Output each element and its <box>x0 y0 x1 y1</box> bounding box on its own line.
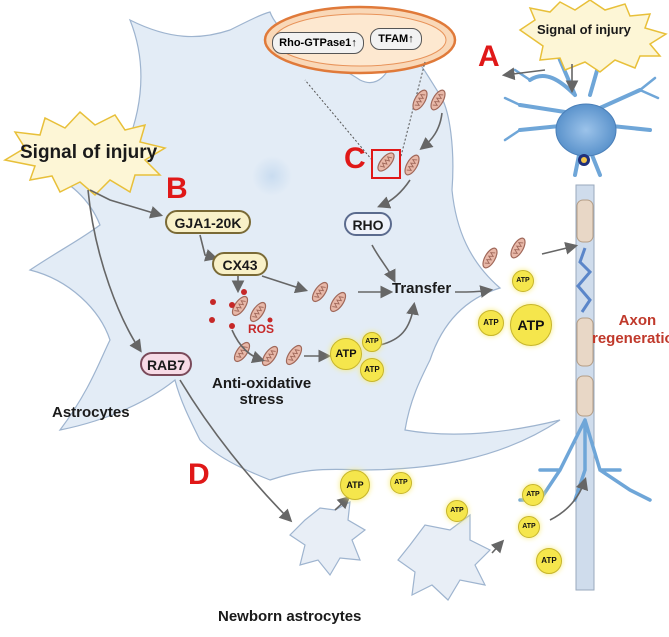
panel-label-b: B <box>166 172 188 205</box>
mitochondrion <box>507 235 529 261</box>
panel-label-d: D <box>188 458 210 491</box>
up-arrow-icon: ↑ <box>351 37 357 49</box>
atp-molecule: ATP <box>536 548 562 574</box>
anti-oxidative-line1: Anti-oxidative <box>212 375 312 392</box>
rho-gtpase1-label: Rho-GTPase1↑ <box>272 32 364 54</box>
panel-label-a: A <box>478 40 500 73</box>
atp-molecule: ATP <box>362 332 382 352</box>
anti-oxidative-line2: stress <box>239 391 284 408</box>
atp-molecule: ATP <box>478 310 504 336</box>
axon-line1: Axon <box>618 312 657 329</box>
rab7-pill: RAB7 <box>140 352 192 376</box>
anti-oxidative-label: Anti-oxidative stress <box>212 376 311 408</box>
newborn-astrocyte <box>289 500 367 577</box>
atp-molecule: ATP <box>510 304 552 346</box>
atp-molecule: ATP <box>446 500 468 522</box>
atp-molecule: ATP <box>340 470 370 500</box>
axon-line2: regeneration <box>592 330 669 347</box>
injury-burst-right <box>518 0 668 73</box>
injury-signal-right: Signal of injury <box>537 22 631 37</box>
astrocytes-label: Astrocytes <box>52 404 130 421</box>
cx43-pill: CX43 <box>212 252 268 276</box>
rho-pill: RHO <box>344 212 392 236</box>
ros-particles <box>209 289 273 329</box>
injury-signal-left: Signal of injury <box>20 142 158 163</box>
gja1-20k-pill: GJA1-20K <box>165 210 251 234</box>
zoom-box <box>371 149 401 179</box>
tfam-text: TFAM <box>378 33 409 45</box>
ros-label: ROS <box>248 322 275 336</box>
tfam-label: TFAM↑ <box>370 28 422 50</box>
atp-molecule: ATP <box>330 338 362 370</box>
newborn-astrocytes-label: Newborn astrocytes <box>218 608 362 625</box>
panel-label-c: C <box>344 142 366 175</box>
up-arrow-icon: ↑ <box>408 33 414 45</box>
atp-molecule: ATP <box>390 472 412 494</box>
rho-gtpase1-text: Rho-GTPase1 <box>279 37 352 49</box>
transfer-label: Transfer <box>392 280 452 297</box>
arrows <box>87 64 589 554</box>
astrocyte-nucleus <box>252 156 292 196</box>
atp-molecule: ATP <box>522 484 544 506</box>
newborn-astrocyte <box>397 513 492 601</box>
atp-molecule: ATP <box>512 270 534 292</box>
injury-burst-left <box>2 110 167 197</box>
axon-regeneration-label: Axon regeneration <box>592 312 669 348</box>
atp-molecule: ATP <box>518 516 540 538</box>
mitochondrion <box>479 245 501 271</box>
atp-molecule: ATP <box>360 358 384 382</box>
